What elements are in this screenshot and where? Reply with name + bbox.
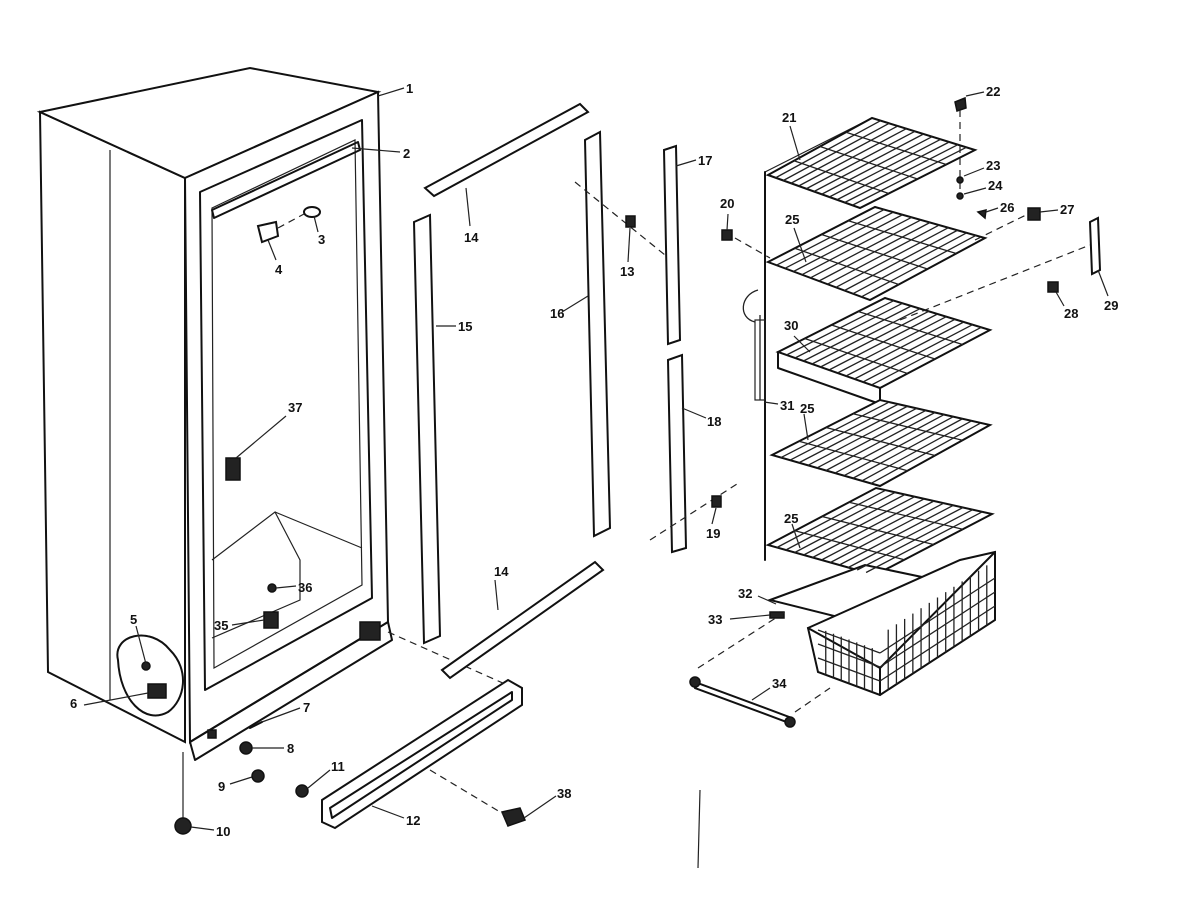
shelf-wire: [798, 440, 908, 472]
shelf-wire: [848, 501, 963, 530]
nut-9: [251, 769, 265, 783]
callout-34: 34: [772, 676, 787, 691]
shelf-wire: [793, 160, 889, 195]
callout-25-upper: 25: [785, 212, 799, 227]
callout-15: 15: [458, 319, 472, 334]
gasket-strips: [412, 102, 612, 680]
callout-14-top: 14: [464, 230, 479, 245]
shelf-wire: [804, 337, 908, 375]
basket-wire: [817, 643, 881, 668]
callout-37: 37: [288, 400, 302, 415]
screw-28: [1047, 281, 1059, 293]
callout-38: 38: [557, 786, 571, 801]
switch-37: [225, 457, 241, 481]
screw-22: [954, 96, 967, 112]
callout-23: 23: [986, 158, 1000, 173]
hinge-bars: [574, 144, 741, 554]
callout-31: 31: [780, 398, 794, 413]
basket-wire-grid: [817, 565, 996, 693]
light-socket-4: [256, 220, 280, 244]
callout-12: 12: [406, 813, 420, 828]
callout-3: 3: [318, 232, 325, 247]
shelf-wire: [794, 247, 899, 286]
callout-22: 22: [986, 84, 1000, 99]
leveler-8: [239, 741, 253, 755]
callout-28: 28: [1064, 306, 1078, 321]
callout-29: 29: [1104, 298, 1118, 313]
shelf-wire-grids: [775, 120, 983, 574]
callout-13: 13: [620, 264, 634, 279]
callout-27: 27: [1060, 202, 1074, 217]
slide-rail-34: [689, 611, 831, 728]
shelf-wire: [794, 530, 905, 561]
callout-33: 33: [708, 612, 722, 627]
light-bulb-3: [303, 206, 321, 218]
callout-6: 6: [70, 696, 77, 711]
shelf-wire: [858, 310, 963, 346]
washer-11: [295, 784, 309, 798]
shelf-wire: [845, 131, 947, 166]
callout-18: 18: [707, 414, 721, 429]
callout-11: 11: [331, 759, 345, 774]
callout-16: 16: [550, 306, 564, 321]
tube-31: [754, 319, 766, 401]
callout-35: 35: [214, 618, 228, 633]
callout-1: 1: [406, 81, 413, 96]
drain-tube-35: [263, 611, 279, 629]
shelf-wire: [819, 145, 918, 180]
callout-9: 9: [218, 779, 225, 794]
callout-10: 10: [216, 824, 230, 839]
shelf-wire: [852, 413, 963, 441]
screw-7: [249, 721, 263, 729]
callout-5: 5: [130, 612, 137, 627]
bracket-19: [711, 495, 722, 508]
callout-25-middle: 25: [800, 401, 814, 416]
callout-17: 17: [698, 153, 712, 168]
callout-4: 4: [275, 262, 283, 277]
basket-wire: [879, 605, 996, 682]
shelf-wire: [848, 220, 957, 255]
bracket-13: [625, 215, 636, 228]
hinge-29: [1088, 216, 1102, 276]
callout-25-lower: 25: [784, 511, 798, 526]
washer-23: [956, 176, 964, 184]
bracket-20: [721, 229, 733, 241]
toe-grille-12: [321, 631, 523, 830]
rail-33: [769, 611, 785, 619]
callout-32: 32: [738, 586, 752, 601]
shelf-wire: [821, 515, 934, 546]
callout-36: 36: [298, 580, 312, 595]
shelf-wire: [831, 324, 936, 360]
shelf-wire: [825, 426, 936, 457]
right-small-parts: [697, 96, 1102, 869]
cabinet-small-parts: [141, 206, 321, 835]
callout-21: 21: [782, 110, 796, 125]
callout-26: 26: [1000, 200, 1014, 215]
basket-wire: [879, 577, 996, 654]
callout-2: 2: [403, 146, 410, 161]
callout-7: 7: [303, 700, 310, 715]
callout-19: 19: [706, 526, 720, 541]
basket-wire: [817, 657, 881, 682]
drain-36: [267, 583, 277, 593]
callout-8: 8: [287, 741, 294, 756]
basket-wire: [817, 629, 881, 654]
hinge-pin-27: [1027, 207, 1041, 221]
spacer-24: [956, 192, 964, 200]
basket: [806, 550, 996, 697]
callouts: 1 2 3 4 5 6 7 8 9 10 11 12 13 14 14 15 1…: [70, 81, 1118, 839]
clip-38: [500, 807, 526, 827]
callout-24: 24: [988, 178, 1003, 193]
callout-14-bottom: 14: [494, 564, 509, 579]
screw-26: [976, 209, 987, 220]
callout-20: 20: [720, 196, 734, 211]
caster-10: [174, 817, 192, 835]
cabinet: [36, 66, 393, 761]
basket-wire: [879, 591, 996, 668]
callout-30: 30: [784, 318, 798, 333]
shelf-wire: [821, 233, 928, 270]
